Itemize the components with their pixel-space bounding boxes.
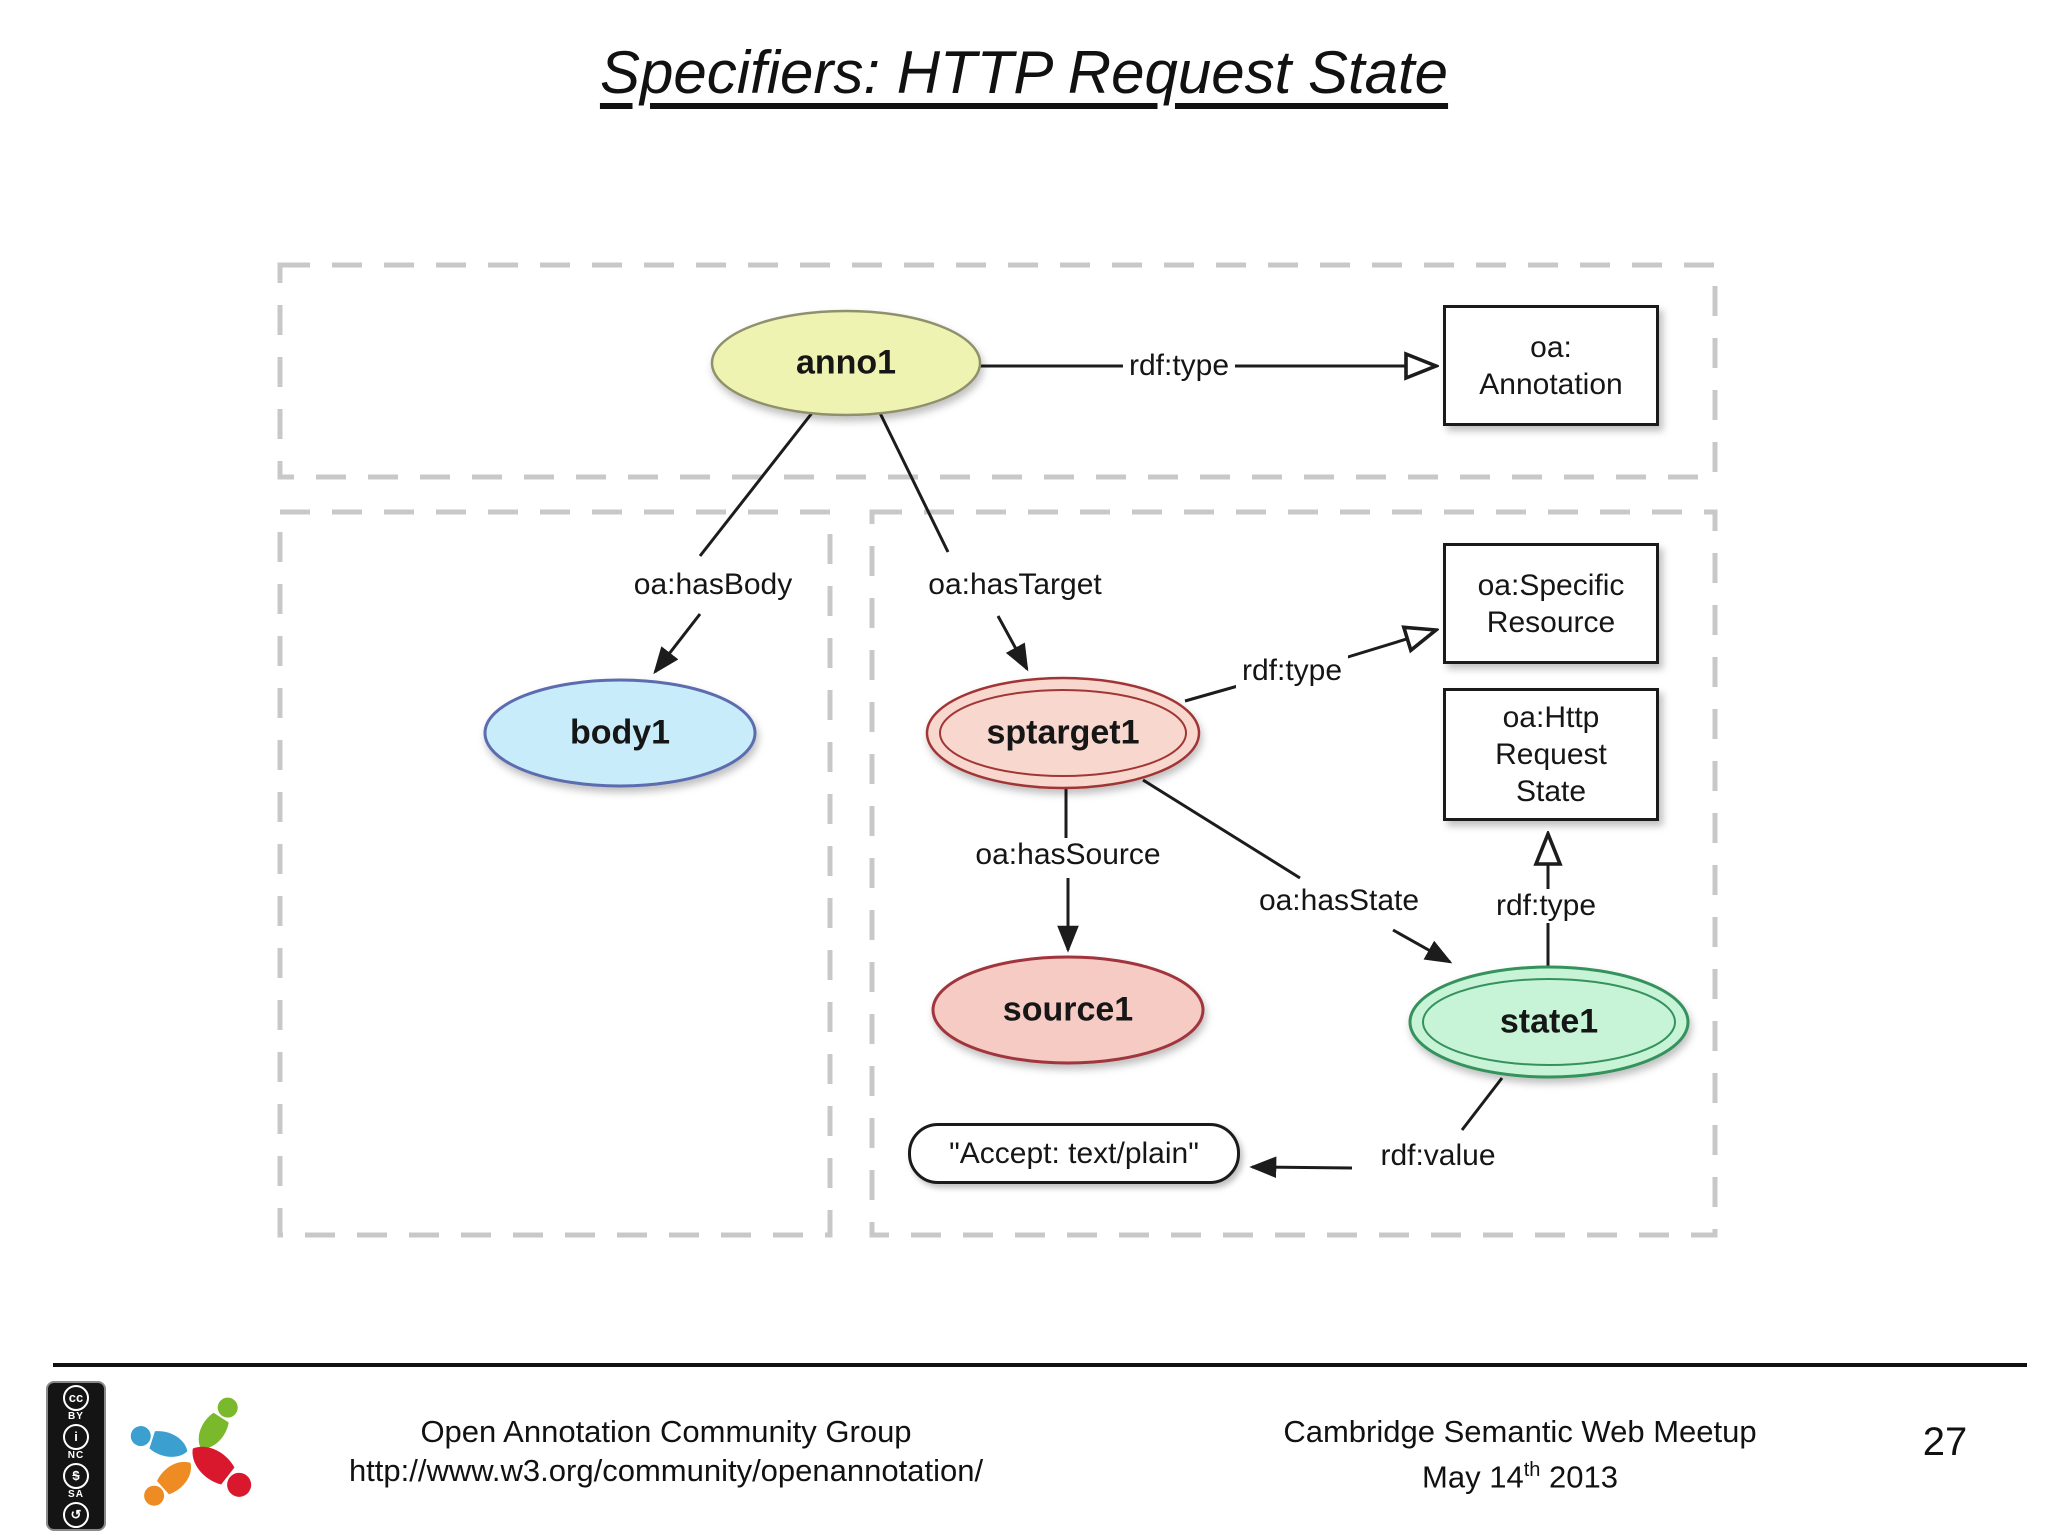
edge-label-oa-hasbody: oa:hasBody — [627, 568, 799, 602]
class-label-line: oa: — [1530, 330, 1572, 364]
body1-node — [483, 678, 757, 788]
literal-accept-text-plain: "Accept: text/plain" — [908, 1123, 1240, 1184]
class-label-line: Annotation — [1479, 367, 1623, 401]
footer-group-name: Open Annotation Community Group — [420, 1414, 912, 1449]
logo-figure-green — [198, 1397, 238, 1449]
open-annotation-logo — [130, 1397, 252, 1506]
oa-annotation-class-box: oa: Annotation — [1443, 305, 1659, 426]
by-person-icon: i — [63, 1423, 89, 1450]
edge-anno1-hastarget-lower — [996, 615, 1029, 672]
edge-label-oa-hasstate: oa:hasState — [1252, 884, 1426, 918]
logo-figure-blue — [130, 1426, 188, 1457]
edge-label-rdf-type-state: rdf:type — [1489, 889, 1603, 923]
edge-sptarget1-hasstate-lower — [1392, 928, 1453, 964]
date-ordinal-suffix: th — [1523, 1459, 1541, 1481]
footer-event-date: May 14th 2013 — [1422, 1459, 1618, 1495]
page-number: 27 — [1922, 1420, 1968, 1464]
edge-sptarget1-hasstate-upper — [1142, 778, 1301, 880]
cc-license-badge: cc BY i NC $ SA ↺ — [46, 1381, 106, 1531]
footer-divider — [53, 1363, 2027, 1367]
cc-sa-label: SA — [68, 1489, 84, 1500]
edge-label-rdf-type-specificresource: rdf:type — [1235, 654, 1349, 688]
cc-nc-label: NC — [67, 1450, 85, 1461]
sa-arrow-icon: ↺ — [63, 1501, 89, 1528]
edge-label-rdf-type-annotation: rdf:type — [1122, 349, 1236, 383]
class-label-line: oa:Http — [1502, 701, 1600, 734]
logo-figure-red — [192, 1446, 252, 1497]
slide-title: Specifiers: HTTP Request State — [599, 39, 1449, 106]
class-label-line: oa:Specific — [1477, 568, 1625, 602]
state1-inner-ring — [1422, 978, 1676, 1066]
edge-anno1-hasbody-upper — [698, 412, 814, 557]
edge-rdfvalue-literal — [1249, 1156, 1353, 1179]
body1-label: body1 — [569, 713, 671, 752]
oa-httprequeststate-class-box: oa:Http Request State — [1443, 688, 1659, 821]
edge-state1-rdfvalue-upper — [1460, 1077, 1504, 1131]
anno1-label: anno1 — [795, 343, 897, 382]
edge-sptarget1-rdftype-right — [1337, 630, 1436, 662]
edge-anno1-hastarget-upper — [878, 412, 950, 553]
body-group-region — [277, 509, 833, 1238]
edge-label-rdf-value: rdf:value — [1374, 1139, 1502, 1173]
edge-label-oa-hastarget: oa:hasTarget — [922, 568, 1108, 602]
state1-node — [1408, 965, 1690, 1079]
footer-group-url[interactable]: http://www.w3.org/community/openannotati… — [348, 1453, 984, 1488]
class-label-line: State — [1515, 775, 1587, 808]
source1-label: source1 — [1002, 990, 1134, 1029]
edge-label-oa-hassource: oa:hasSource — [969, 838, 1167, 872]
source1-node — [931, 955, 1205, 1065]
edge-anno1-hasbody-lower — [653, 613, 702, 675]
class-label-line: Request — [1495, 738, 1607, 771]
cc-icon: cc — [63, 1384, 89, 1411]
footer-right-block: Cambridge Semantic Web Meetup May 14th 2… — [1180, 1412, 1860, 1496]
class-label-line: Resource — [1486, 605, 1616, 639]
sptarget1-node — [925, 676, 1201, 790]
logo-figure-orange — [144, 1461, 192, 1506]
anno1-node — [710, 309, 982, 417]
footer-left-block: Open Annotation Community Group http://w… — [266, 1412, 1066, 1490]
state1-label: state1 — [1499, 1002, 1599, 1041]
oa-specificresource-class-box: oa:Specific Resource — [1443, 543, 1659, 664]
nc-dollar-icon: $ — [63, 1462, 89, 1489]
footer-event-name: Cambridge Semantic Web Meetup — [1283, 1414, 1757, 1449]
cc-by-label: BY — [68, 1411, 84, 1422]
sptarget1-inner-ring — [939, 689, 1187, 777]
sptarget1-label: sptarget1 — [986, 713, 1140, 752]
annotation-group-region — [277, 262, 1718, 480]
target-group-region — [869, 509, 1718, 1238]
